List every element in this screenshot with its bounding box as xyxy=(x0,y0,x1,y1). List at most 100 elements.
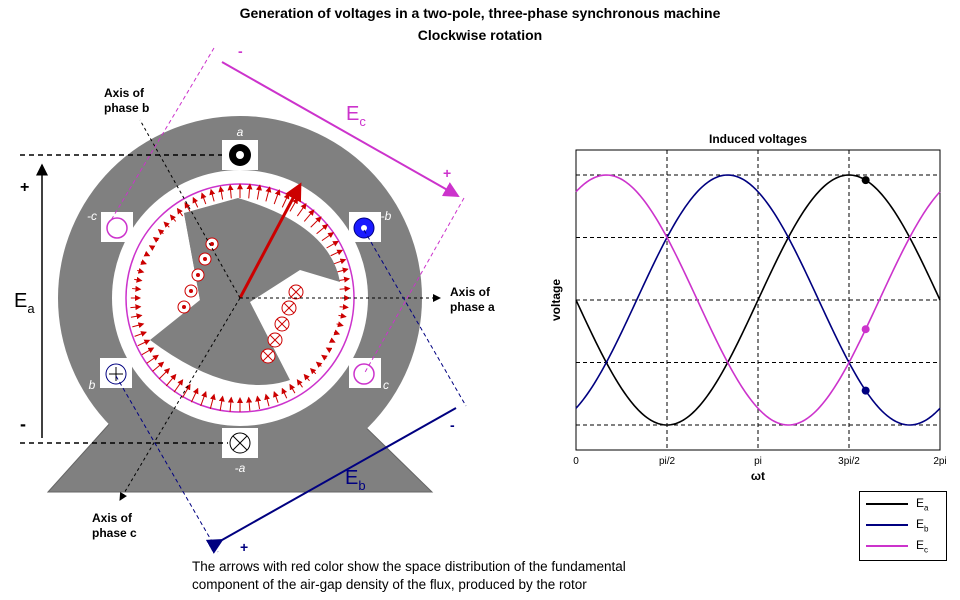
flux-arrow xyxy=(296,379,303,388)
flux-arrow xyxy=(157,229,165,236)
flux-arrow xyxy=(218,395,225,411)
flux-arrow xyxy=(303,209,315,222)
flux-arrow xyxy=(289,383,296,394)
current-point-ea xyxy=(861,176,870,185)
flux-arrow xyxy=(336,267,349,274)
label-slot-neg-b: -b xyxy=(381,209,392,223)
ec-small-minus: - xyxy=(238,43,243,59)
caption-line-2: component of the air-gap density of the … xyxy=(192,577,587,592)
flux-arrow xyxy=(134,331,147,337)
flux-arrow xyxy=(152,237,160,243)
ea-label: Ea xyxy=(14,290,35,316)
flux-arrow xyxy=(137,339,151,347)
flux-arrow xyxy=(200,192,207,205)
ec-dash-1 xyxy=(109,47,215,223)
eb-label: Eb xyxy=(345,467,366,493)
caption: The arrows with red color show the space… xyxy=(192,558,626,594)
slot-neg-b xyxy=(349,212,381,242)
flux-arrow xyxy=(336,321,344,328)
flux-arrow xyxy=(227,396,234,412)
flux-arrow xyxy=(130,313,143,320)
y-axis-label: voltage xyxy=(549,279,563,321)
slot-a xyxy=(222,140,258,170)
ec-arrow xyxy=(221,61,460,197)
x-tick-label: 3pi/2 xyxy=(838,456,860,467)
caption-line-1: The arrows with red color show the space… xyxy=(192,559,626,574)
flux-arrow xyxy=(176,207,184,217)
label-slot-b: b xyxy=(89,378,96,392)
flux-arrow xyxy=(338,312,347,319)
flux-arrow xyxy=(134,276,143,283)
flux-arrow xyxy=(339,304,349,310)
axis-phase-b-line xyxy=(139,119,241,299)
series-line-eb xyxy=(575,174,941,426)
flux-arrow xyxy=(273,189,281,205)
eb-arrow xyxy=(205,407,457,554)
label-slot-neg-c: -c xyxy=(87,209,97,223)
flux-arrow xyxy=(163,221,170,228)
flux-arrow xyxy=(190,387,199,403)
flux-arrow xyxy=(315,361,323,368)
x-tick-label: pi/2 xyxy=(659,456,676,467)
current-point-ec xyxy=(861,325,870,334)
flux-arrow xyxy=(132,285,142,292)
label-slot-a: a xyxy=(237,125,244,139)
flux-arrow xyxy=(143,250,151,257)
flux-arrow xyxy=(303,373,310,382)
eb-dash-2 xyxy=(115,375,219,553)
series-line-ea xyxy=(575,174,941,426)
page-title: Generation of voltages in a two-pole, th… xyxy=(239,5,721,21)
flux-arrow xyxy=(209,393,216,409)
flux-arrow xyxy=(200,391,207,407)
flux-arrow xyxy=(130,304,142,311)
legend-item-eb: Eb xyxy=(866,515,944,535)
slot-c xyxy=(349,358,381,388)
eb-small-plus: + xyxy=(240,539,248,555)
flux-arrow xyxy=(227,184,234,199)
slot-neg-c xyxy=(101,212,133,242)
flux-arrow xyxy=(330,249,344,257)
flux-arrow xyxy=(264,393,271,407)
flux-arrow xyxy=(325,347,333,354)
flux-arrow xyxy=(321,354,328,361)
ec-dash-2 xyxy=(363,197,465,375)
flux-arrow xyxy=(137,267,145,274)
flux-arrow xyxy=(169,214,177,222)
ec-label: Ec xyxy=(346,103,366,129)
flux-arrow xyxy=(310,216,322,228)
flux-arrow xyxy=(148,245,156,251)
legend-item-ea: Ea xyxy=(866,494,944,514)
flux-arrow xyxy=(182,383,191,398)
flux-arrow xyxy=(173,379,184,393)
label-slot-c: c xyxy=(383,378,389,392)
x-tick-label: 0 xyxy=(573,456,579,467)
flux-arrow xyxy=(326,240,340,249)
flux-arrow xyxy=(146,354,159,364)
flux-arrow xyxy=(333,258,347,265)
flux-arrow xyxy=(328,337,336,343)
ea-minus: - xyxy=(20,414,26,434)
ec-small-plus: + xyxy=(443,165,451,181)
flux-arrow xyxy=(140,259,147,265)
flux-arrow xyxy=(339,285,351,292)
page-subtitle: Clockwise rotation xyxy=(417,27,543,43)
legend-item-ec: Ec xyxy=(866,536,944,556)
eb-small-minus: - xyxy=(450,417,455,433)
rotor-field-arrow xyxy=(238,182,302,299)
flux-arrow xyxy=(246,183,253,199)
chart-legend: Ea Eb Ec xyxy=(859,491,947,561)
flux-arrow xyxy=(316,223,329,235)
rotor-conductors-dot xyxy=(177,237,219,314)
flux-arrow xyxy=(218,186,225,200)
flux-arrow xyxy=(296,203,307,217)
flux-arrow xyxy=(152,361,165,372)
flux-arrow xyxy=(209,188,216,202)
ea-plus: + xyxy=(20,179,29,196)
x-axis-label: ωt xyxy=(751,469,765,483)
flux-arrow xyxy=(184,202,191,212)
eb-dash-1 xyxy=(363,229,467,407)
